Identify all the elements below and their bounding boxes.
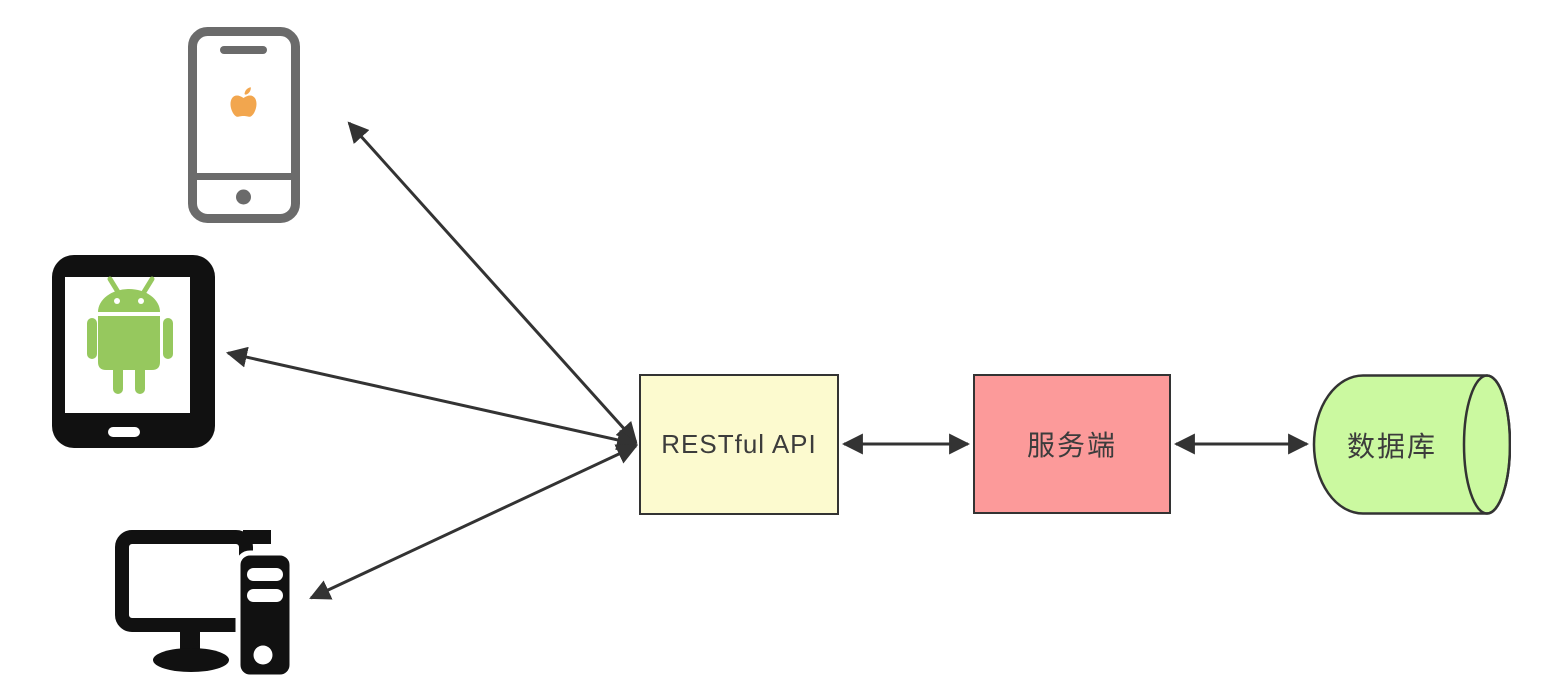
iphone-speaker: [220, 46, 267, 54]
database-node-label: 数据库: [1346, 430, 1437, 462]
database-cylinder-cap: [1462, 374, 1511, 515]
api-node: RESTful API: [639, 374, 839, 515]
monitor-stand: [180, 628, 200, 654]
android-robot-icon: [87, 276, 173, 394]
android-tablet-icon: [52, 255, 215, 448]
tower-power-button: [253, 645, 273, 665]
database-node-label-box: 数据库: [1311, 373, 1473, 516]
monitor-base: [153, 648, 229, 672]
tower-slot-2: [247, 589, 283, 602]
monitor-arm: [243, 530, 271, 544]
arrow-android-api: [225, 346, 639, 451]
server-node: 服务端: [973, 374, 1171, 514]
desktop-computer-icon: [115, 530, 293, 680]
tower-case: [235, 550, 293, 680]
api-node-label: RESTful API: [661, 429, 817, 459]
database-node: [1312, 374, 1511, 515]
server-node-label: 服务端: [1026, 430, 1117, 461]
iphone-home-button: [236, 189, 251, 205]
arrow-iphone-api: [347, 121, 638, 444]
iphone-body: [188, 27, 300, 223]
tablet-home-button: [108, 427, 140, 437]
arrow-desktop-api: [309, 444, 638, 600]
iphone-icon: [188, 27, 300, 223]
apple-logo-icon: [230, 87, 257, 117]
monitor-frame: [115, 530, 253, 632]
tower-slot-1: [247, 568, 283, 581]
